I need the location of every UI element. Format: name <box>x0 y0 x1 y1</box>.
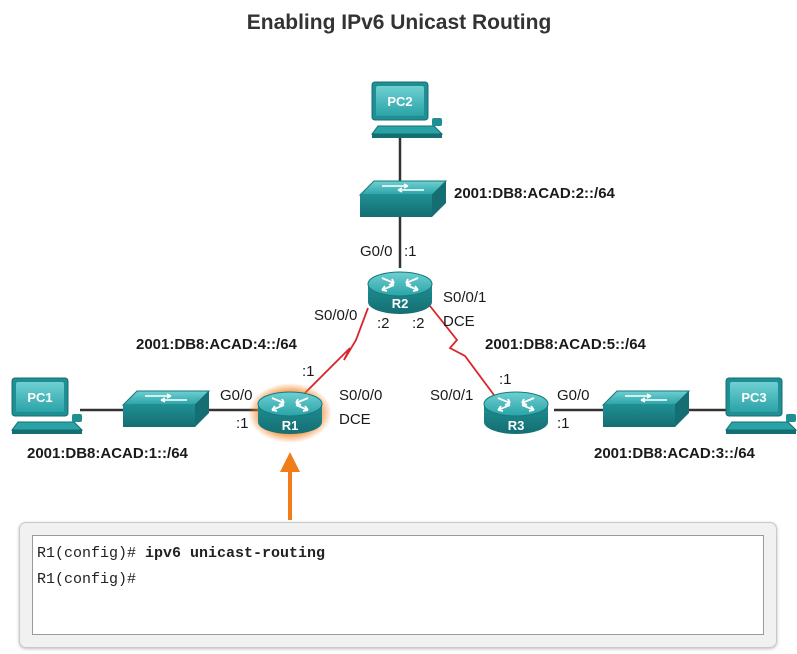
r1-g00-host: :1 <box>236 415 249 432</box>
net5-label: 2001:DB8:ACAD:5::/64 <box>485 336 647 353</box>
pointer-arrow <box>280 452 300 520</box>
pc2[interactable]: PC2 <box>371 81 443 139</box>
r1-label: R1 <box>282 418 299 433</box>
net3-label: 2001:DB8:ACAD:3::/64 <box>594 445 756 462</box>
r3-label: R3 <box>508 418 525 433</box>
r2-g00-label: G0/0 <box>360 243 393 260</box>
cli-line-2: R1(config)# <box>37 567 759 593</box>
r3-s001-label: S0/0/1 <box>430 387 473 404</box>
serial-links <box>302 305 495 396</box>
r2-label: R2 <box>392 296 409 311</box>
switch-icon <box>122 390 210 428</box>
pc1-label: PC1 <box>27 390 52 405</box>
r3-serial-host: :1 <box>499 371 512 388</box>
r2-s000-host: :2 <box>377 315 390 332</box>
pc3-label: PC3 <box>741 390 766 405</box>
router-r1[interactable]: R1 <box>257 391 323 435</box>
r3-g00-host: :1 <box>557 415 570 432</box>
r2-dce-label: DCE <box>443 313 475 330</box>
pc1[interactable]: PC1 <box>11 377 83 435</box>
page-title: Enabling IPv6 Unicast Routing <box>247 11 552 34</box>
cli-prompt: R1(config)# <box>37 571 137 588</box>
pc-icon <box>725 377 797 435</box>
cli-panel: R1(config)# ipv6 unicast-routing R1(conf… <box>19 522 777 648</box>
r2-s001-label: S0/0/1 <box>443 289 486 306</box>
cli-prompt: R1(config)# <box>37 545 146 562</box>
r2-s000-label: S0/0/0 <box>314 307 357 324</box>
pc3[interactable]: PC3 <box>725 377 797 435</box>
r1-s000-label: S0/0/0 <box>339 387 382 404</box>
pc-icon <box>11 377 83 435</box>
router-r2[interactable]: R2 <box>367 271 433 315</box>
net1-label: 2001:DB8:ACAD:1::/64 <box>27 445 189 462</box>
pc2-label: PC2 <box>387 94 412 109</box>
r1-serial-host: :1 <box>302 363 315 380</box>
r2-s001-host: :2 <box>412 315 425 332</box>
switch-left[interactable] <box>122 390 210 428</box>
switch-right[interactable] <box>602 390 690 428</box>
net2-label: 2001:DB8:ACAD:2::/64 <box>454 185 616 202</box>
r1-g00-label: G0/0 <box>220 387 253 404</box>
net4-label: 2001:DB8:ACAD:4::/64 <box>136 336 298 353</box>
cli-command: ipv6 unicast-routing <box>145 545 326 562</box>
router-r3[interactable]: R3 <box>483 391 549 435</box>
topology-diagram: Enabling IPv6 Unicast Routing PC2 R2 PC1… <box>11 11 797 520</box>
switch-icon <box>359 180 447 218</box>
switch-top[interactable] <box>359 180 447 218</box>
cli-output[interactable]: R1(config)# ipv6 unicast-routing R1(conf… <box>32 535 764 635</box>
r1-dce-label: DCE <box>339 411 371 428</box>
cli-line-1: R1(config)# ipv6 unicast-routing <box>37 541 759 567</box>
pc-icon <box>371 81 443 139</box>
r2-g00-host: :1 <box>404 243 417 260</box>
r3-g00-label: G0/0 <box>557 387 590 404</box>
switch-icon <box>602 390 690 428</box>
